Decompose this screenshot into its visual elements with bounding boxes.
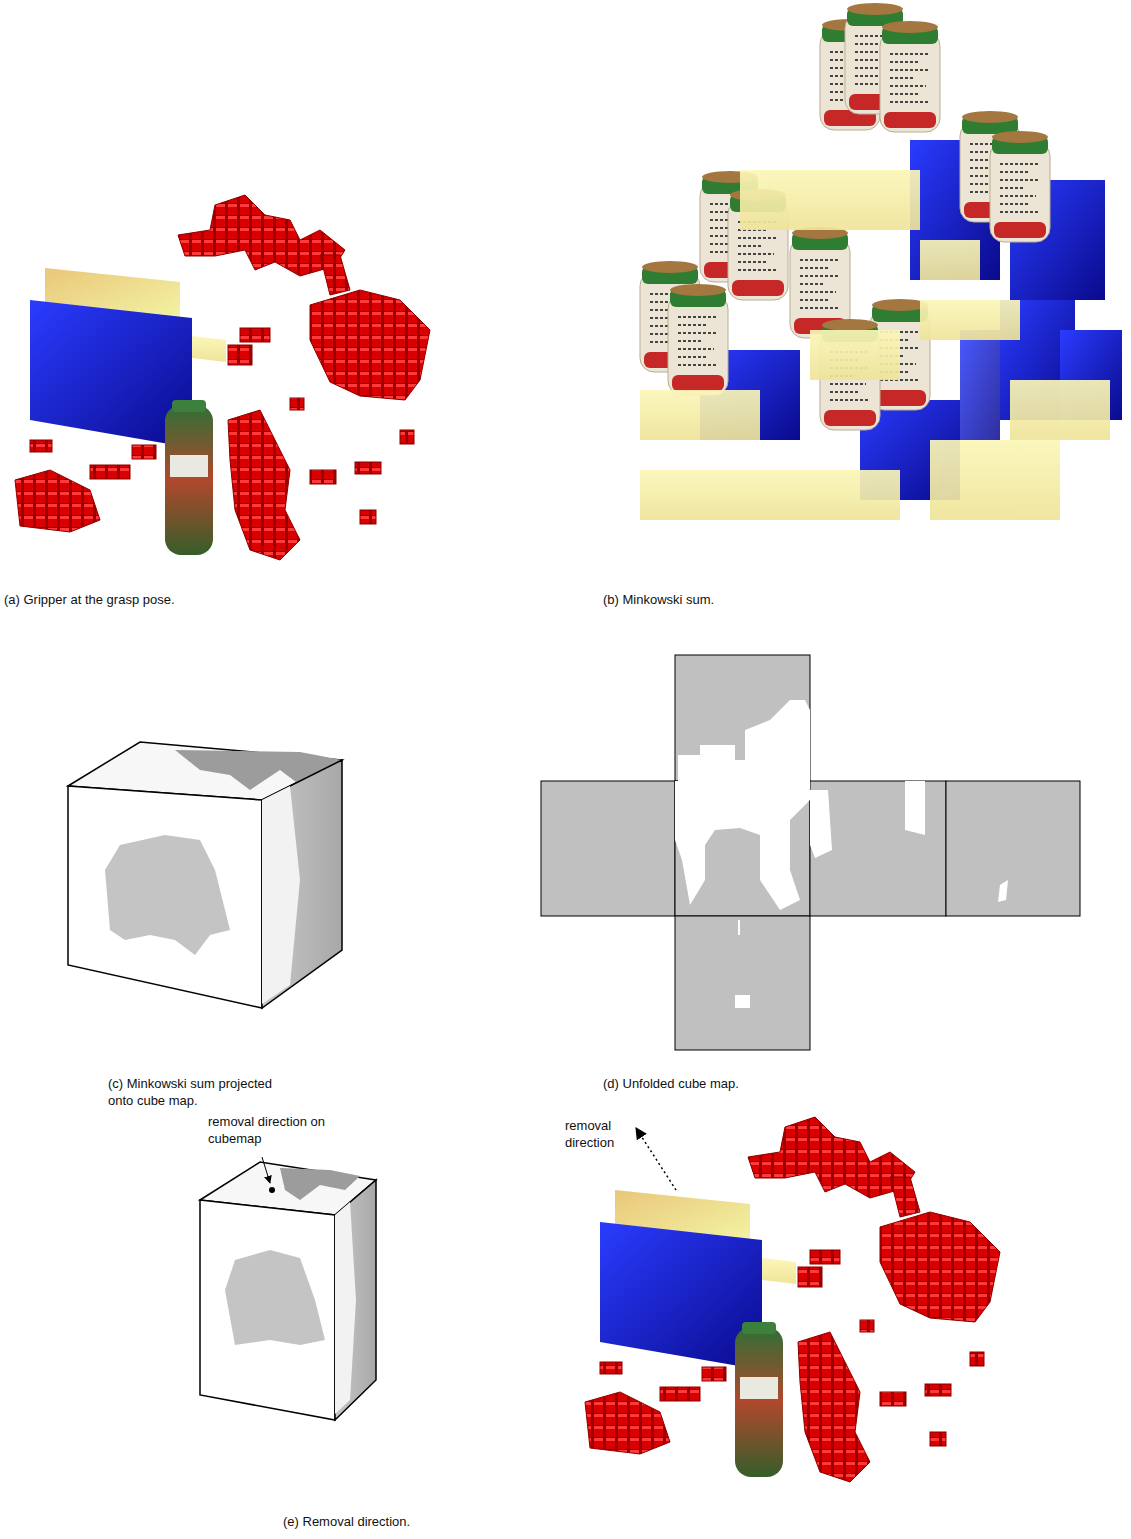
minkowski-sum-render-part-part (930, 440, 1060, 520)
minkowski-sum-render-part (640, 170, 1110, 520)
unfolded-cube-map-part-part (738, 920, 740, 935)
cube-map-c (68, 742, 342, 1008)
cube-map-e-part (280, 1168, 360, 1200)
minkowski-sum-render-part-part (1010, 380, 1110, 440)
annotation-label: removal direction on cubemap (208, 1114, 330, 1148)
minkowski-sum-render-part-part (920, 240, 980, 280)
minkowski-sum-render-part-part (760, 470, 900, 520)
minkowski-sum-render-part-part (990, 131, 1050, 242)
unfolded-cube-map-part (675, 655, 810, 781)
unfolded-cube-map-part-part (810, 790, 832, 858)
cube-map-c-part (262, 786, 300, 1004)
cube-map-e-part (335, 1202, 356, 1414)
removal-scene (585, 1117, 1000, 1482)
unfolded-cube-map-part-part (905, 781, 925, 835)
unfolded-cube-map-part (675, 781, 810, 916)
minkowski-sum-render-part-part (810, 330, 900, 380)
subfigure-caption: (b) Minkowski sum. (603, 592, 803, 609)
cube-map-c-part (262, 760, 342, 1008)
annotation-label: removal direction (565, 1118, 629, 1152)
cube-map-e-part (335, 1180, 376, 1420)
unfolded-cube-map-part-part (675, 781, 810, 910)
subfigure-caption: (e) Removal direction. (283, 1514, 483, 1531)
subfigure-caption: (a) Gripper at the grasp pose. (4, 592, 264, 609)
cube-map-e (200, 1157, 376, 1420)
minkowski-sum-render-part (960, 330, 1000, 440)
cube-map-e-part (200, 1200, 335, 1420)
subfigure-caption: (c) Minkowski sum projected onto cube ma… (108, 1076, 293, 1110)
minkowski-sum-render-part-part (640, 470, 760, 520)
unfolded-cube-map-part (810, 781, 946, 916)
minkowski-sum-render-part-part (740, 170, 920, 230)
cube-map-e-part (225, 1250, 325, 1345)
gripper-scene (15, 195, 430, 560)
minkowski-sum-render-part-part (920, 300, 1020, 340)
gripper-scene-part (15, 195, 430, 560)
minkowski-sum-render-part (640, 3, 1050, 430)
subfigure-caption: (d) Unfolded cube map. (603, 1076, 803, 1093)
minkowski-sum-render (640, 3, 1122, 520)
unfolded-cube-map-part-part (998, 880, 1008, 902)
removal-scene-part (585, 1117, 1000, 1482)
unfolded-cube-map-part (675, 916, 810, 1050)
cube-map-c-part (105, 835, 230, 955)
removal-scene-part (636, 1128, 676, 1190)
unfolded-cube-map (541, 655, 1080, 1050)
cube-map-e-part (262, 1157, 270, 1183)
unfolded-cube-map-part-part (678, 700, 810, 781)
cube-map-c-part (68, 786, 262, 1008)
minkowski-sum-render-part-part (640, 390, 760, 440)
unfolded-cube-map-part (675, 700, 1008, 1008)
minkowski-sum-render-part-part (880, 21, 940, 132)
unfolded-cube-map-part (541, 781, 675, 916)
minkowski-sum-render-part-part (668, 284, 728, 395)
unfolded-cube-map-part (946, 781, 1080, 916)
unfolded-cube-map-part-part (735, 995, 750, 1008)
cube-map-e-part (269, 1187, 275, 1193)
